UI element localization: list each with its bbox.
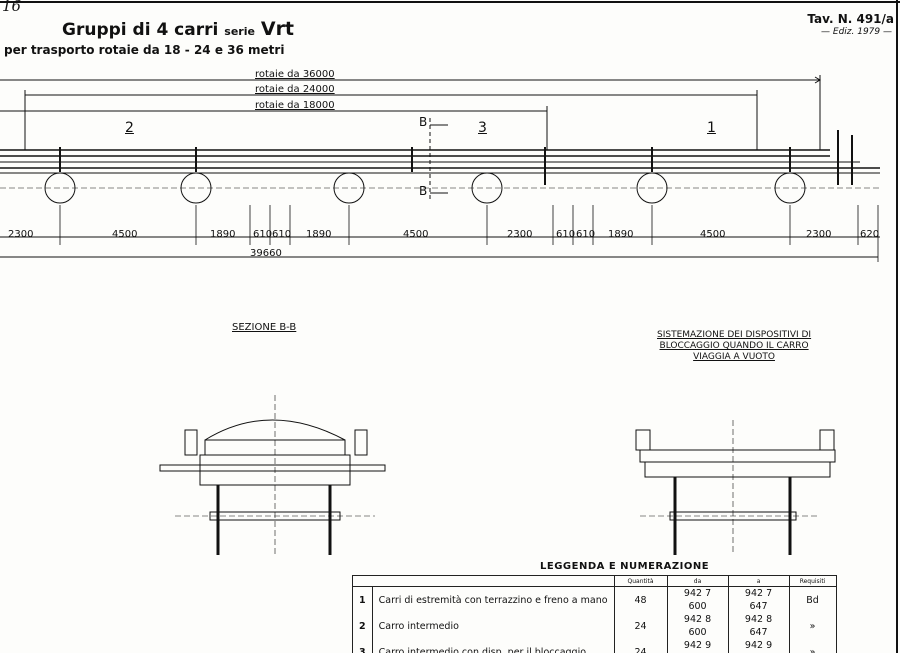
row-from: 942 7 600 bbox=[666, 586, 729, 613]
title-line: VIAGGIA A VUOTO bbox=[693, 352, 775, 362]
dimension: 620 bbox=[860, 229, 880, 240]
row-qty: 24 bbox=[613, 639, 668, 653]
dimension: 610 bbox=[556, 229, 576, 240]
plate-edition: — Ediz. 1979 — bbox=[821, 27, 892, 37]
empty-config-title: SISTEMAZIONE DEI DISPOSITIVI DI BLOCCAGG… bbox=[657, 330, 811, 363]
dimension: 1890 bbox=[210, 229, 236, 240]
row-from: 942 9 600 bbox=[666, 639, 729, 653]
title-line: SISTEMAZIONE DEI DISPOSITIVI DI bbox=[657, 330, 812, 340]
rail-label-24000: rotaie da 24000 bbox=[255, 84, 335, 95]
page-title: Gruppi di 4 carri serie Vrt bbox=[62, 18, 294, 40]
row-num: 1 bbox=[352, 586, 373, 613]
legend-title: LEGGENDA E NUMERAZIONE bbox=[540, 561, 710, 572]
dimension: 610 bbox=[272, 229, 292, 240]
rail-label-18000: rotaie da 18000 bbox=[255, 100, 335, 111]
empty-config-drawing bbox=[635, 420, 836, 555]
section-mark: B bbox=[419, 115, 428, 129]
dimension: 610 bbox=[253, 229, 273, 240]
dimension: 4500 bbox=[112, 229, 138, 240]
row-req: » bbox=[788, 639, 837, 653]
rail-label-36000: rotaie da 36000 bbox=[255, 69, 335, 80]
dimension: 1890 bbox=[608, 229, 634, 240]
wagon-number: 1 bbox=[707, 120, 716, 136]
header-to: a bbox=[727, 575, 790, 587]
title-main: Gruppi di 4 carri bbox=[62, 20, 219, 40]
row-desc: Carri di estremità con terrazzino e fren… bbox=[371, 586, 615, 613]
dimension: 1890 bbox=[306, 229, 332, 240]
title-series: Vrt bbox=[260, 18, 295, 40]
table-header: Quantità da a Requisiti bbox=[352, 575, 837, 587]
row-to: 942 8 647 bbox=[727, 613, 790, 639]
wagon-number: 2 bbox=[125, 120, 134, 136]
header-desc bbox=[352, 575, 615, 587]
row-from: 942 8 600 bbox=[666, 613, 729, 639]
row-desc: Carro intermedio bbox=[371, 613, 615, 639]
row-to: 942 9 623 bbox=[727, 639, 790, 653]
section-title: SEZIONE B-B bbox=[232, 322, 297, 333]
dimension: 610 bbox=[576, 229, 596, 240]
dimension: 2300 bbox=[507, 229, 533, 240]
header-req: Requisiti bbox=[788, 575, 837, 587]
row-num: 3 bbox=[352, 639, 373, 653]
legend-table: Quantità da a Requisiti 1 Carri di estre… bbox=[352, 575, 837, 653]
section-mark: B bbox=[419, 184, 428, 198]
title-small: serie bbox=[224, 25, 255, 38]
row-desc: Carro intermedio con disp. per il blocca… bbox=[371, 639, 615, 653]
row-qty: 48 bbox=[613, 586, 668, 613]
row-to: 942 7 647 bbox=[727, 586, 790, 613]
dimension: 2300 bbox=[8, 229, 34, 240]
header-qty: Quantità bbox=[613, 575, 668, 587]
plate-number: Tav. N. 491/a bbox=[807, 12, 894, 26]
title-line: BLOCCAGGIO QUANDO IL CARRO bbox=[659, 341, 809, 351]
total-length: 39660 bbox=[250, 248, 282, 259]
row-req: Bd bbox=[788, 586, 837, 613]
subtitle: per trasporto rotaie da 18 - 24 e 36 met… bbox=[4, 43, 285, 57]
section-b-b-drawing bbox=[159, 395, 386, 555]
table-row: 3 Carro intermedio con disp. per il bloc… bbox=[352, 639, 837, 653]
row-num: 2 bbox=[352, 613, 373, 639]
header-from: da bbox=[666, 575, 729, 587]
dimension: 2300 bbox=[806, 229, 832, 240]
dimension: 4500 bbox=[700, 229, 726, 240]
dimension: 4500 bbox=[403, 229, 429, 240]
row-req: » bbox=[788, 613, 837, 639]
row-qty: 24 bbox=[613, 613, 668, 639]
page-number: 16 bbox=[2, 0, 22, 15]
wagon-number: 3 bbox=[478, 120, 487, 136]
table-row: 1 Carri di estremità con terrazzino e fr… bbox=[352, 586, 837, 613]
table-row: 2 Carro intermedio 24 942 8 600 942 8 64… bbox=[352, 613, 837, 639]
